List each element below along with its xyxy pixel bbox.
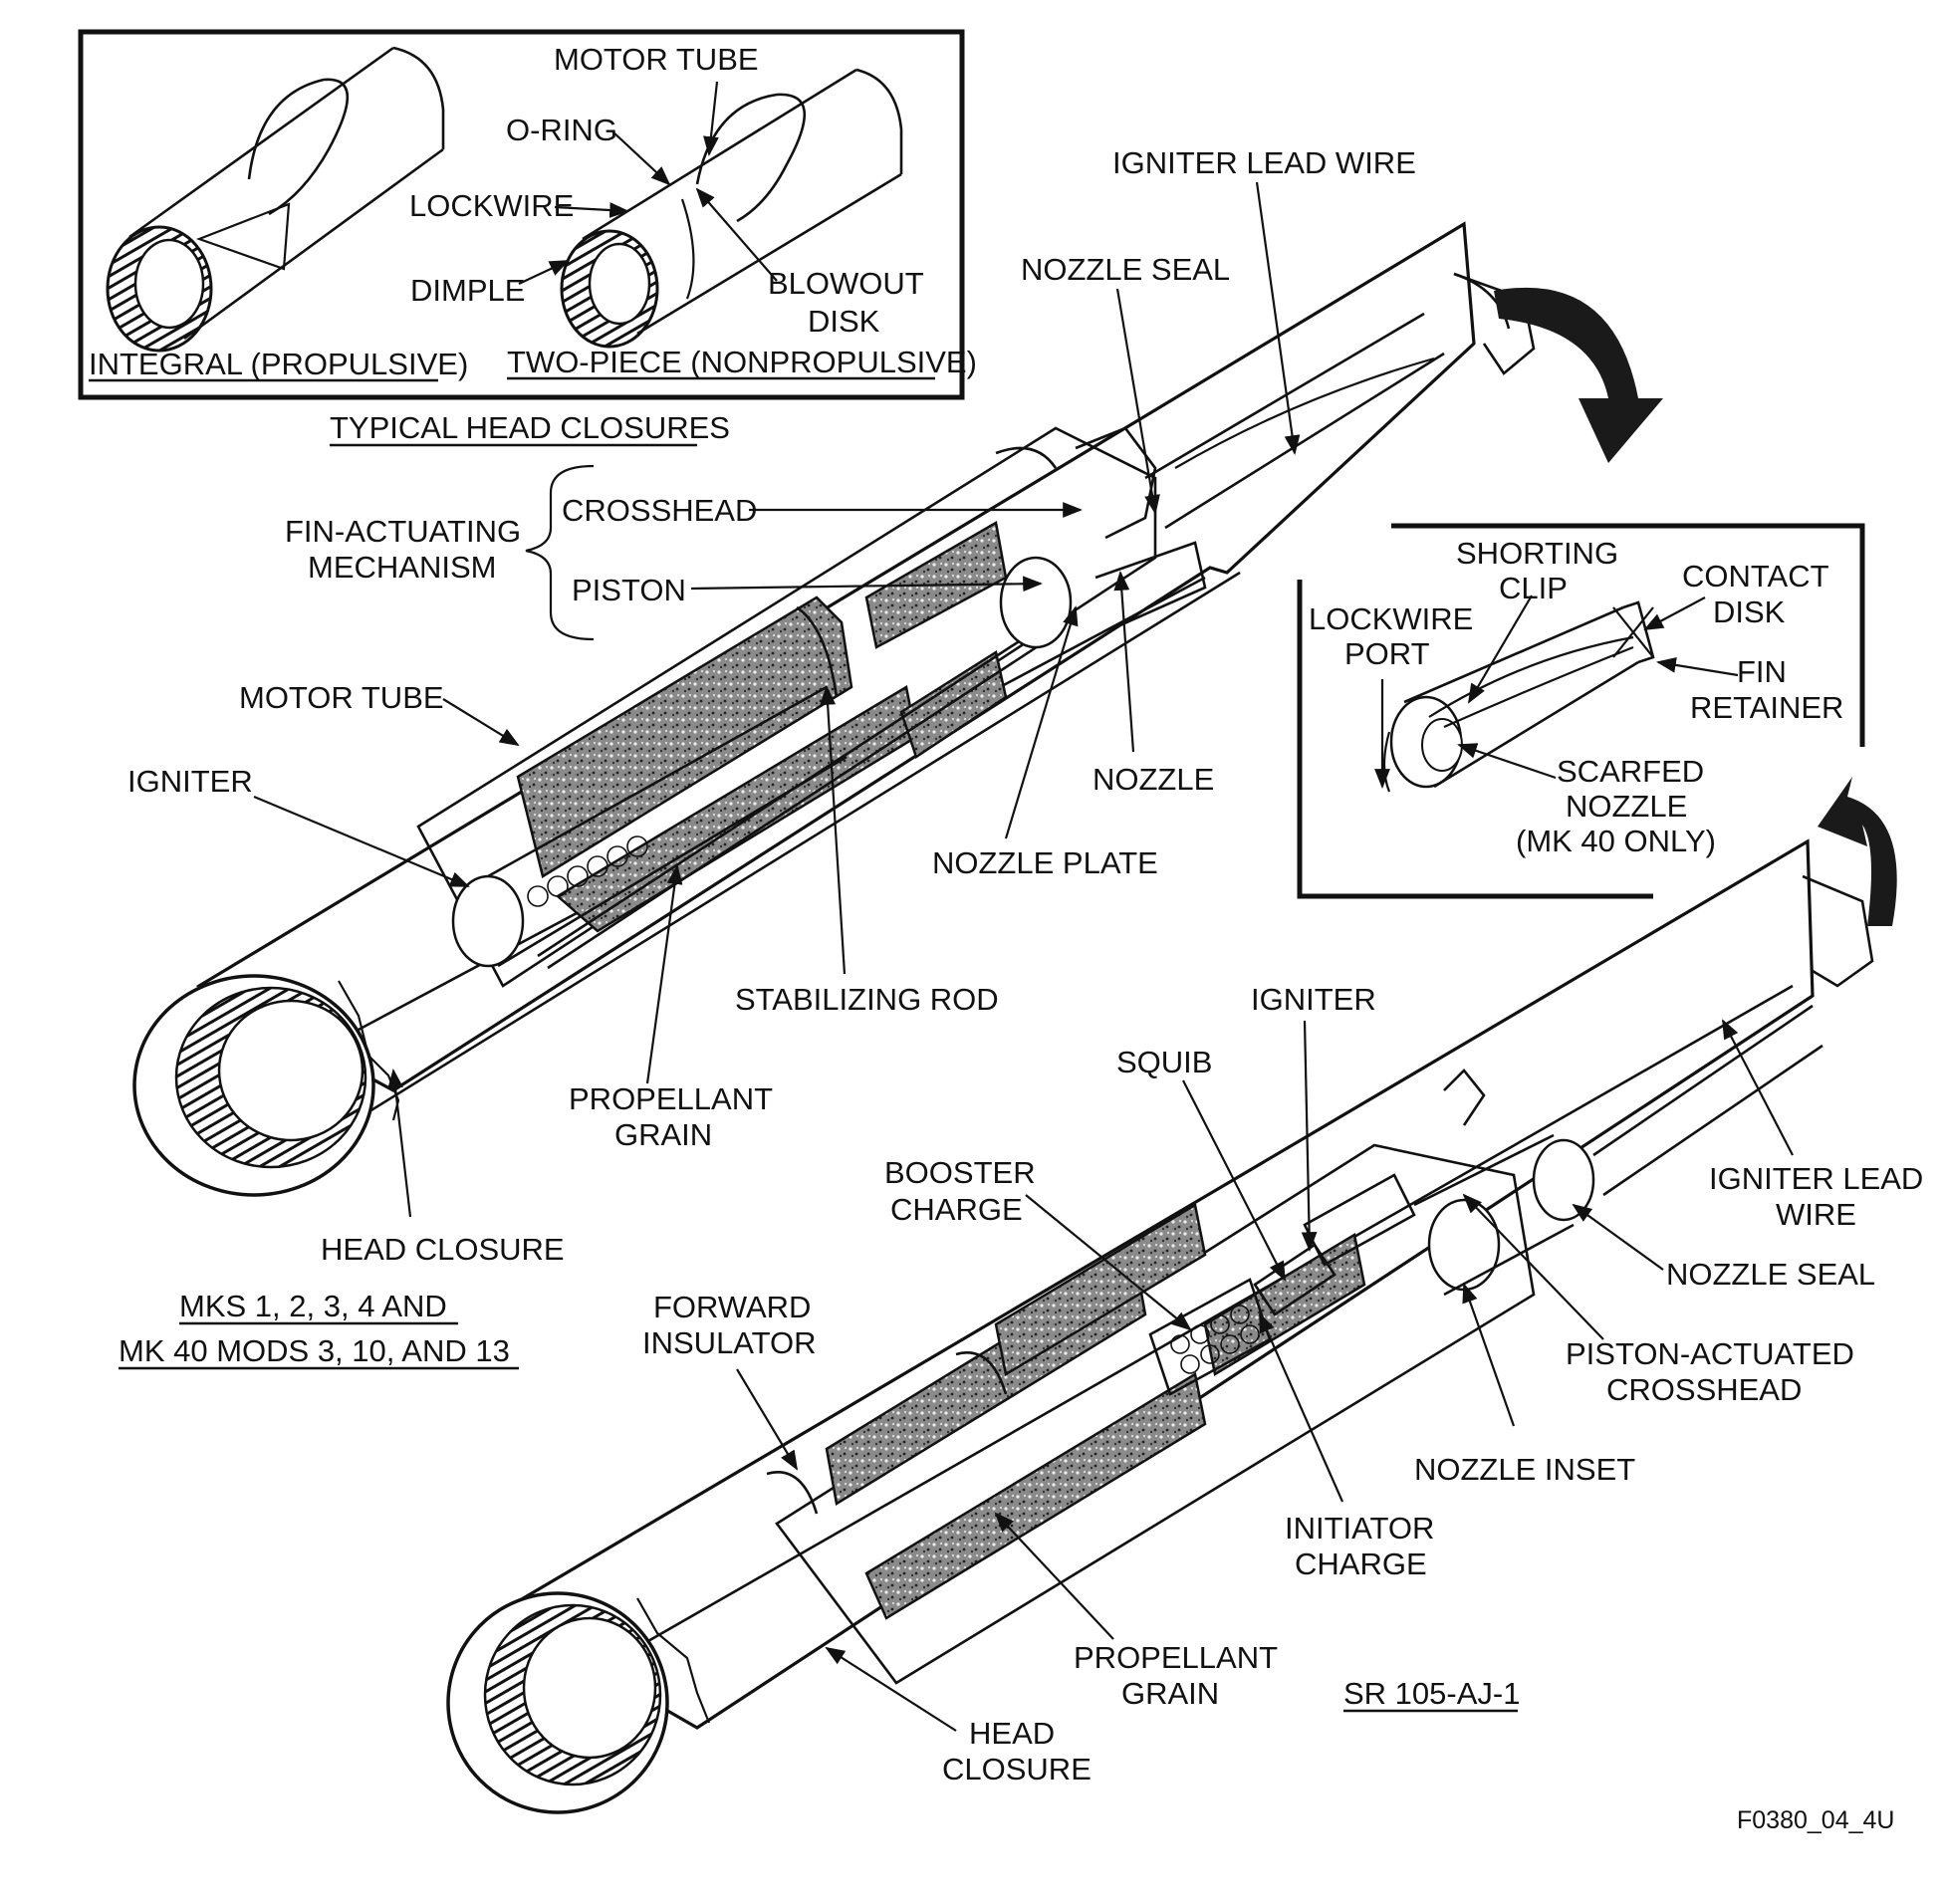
nozzle-inset: SHORTING CLIP CONTACT DISK LOCKWIRE PORT…	[1297, 523, 1865, 899]
label-fin-retainer-2: RETAINER	[1690, 690, 1843, 725]
label-booster-charge-2: CHARGE	[890, 1192, 1023, 1227]
label-piston-actuated-1: PISTON-ACTUATED	[1566, 1336, 1854, 1371]
two-piece-closure-drawing	[560, 68, 903, 349]
label-scarfed-nozzle-1: SCARFED	[1557, 754, 1704, 789]
label-nozzle-inset: NOZZLE INSET	[1414, 1452, 1635, 1487]
label-igniter-lead-wire: IGNITER LEAD WIRE	[1112, 145, 1416, 180]
label-scarfed-nozzle-3: (MK 40 ONLY)	[1516, 824, 1716, 858]
label-propellant-grain-1: PROPELLANT	[569, 1081, 773, 1116]
label-typical-head-closures: TYPICAL HEAD CLOSURES	[330, 410, 730, 445]
label-fin-actuating-2: MECHANISM	[308, 550, 496, 585]
label-forward-insulator-2: INSULATOR	[642, 1325, 817, 1360]
lower-transfer-arrow	[1818, 777, 1897, 926]
upper-leaders	[253, 181, 1301, 1218]
label-igniter-lead-2: WIRE	[1776, 1197, 1856, 1232]
label-propellant-grain-2: GRAIN	[614, 1117, 712, 1152]
label-lower-head-closure-2: CLOSURE	[942, 1752, 1092, 1786]
label-blowout-1: BLOWOUT	[768, 266, 924, 301]
label-shorting-clip-2: CLIP	[1499, 571, 1568, 605]
label-nozzle: NOZZLE	[1093, 762, 1214, 797]
label-igniter-lead-1: IGNITER LEAD	[1709, 1161, 1923, 1196]
label-lower-igniter: IGNITER	[1251, 982, 1376, 1017]
label-lockwire-port-2: PORT	[1344, 636, 1430, 671]
lower-leaders	[736, 1019, 1794, 1732]
figure-id: F0380_04_4U	[1737, 1806, 1894, 1834]
igniter-pellets	[527, 835, 648, 907]
label-forward-insulator-1: FORWARD	[653, 1290, 811, 1324]
label-stabilizing-rod: STABILIZING ROD	[735, 982, 999, 1017]
label-contact-disk-2: DISK	[1713, 595, 1786, 629]
label-nozzle-plate: NOZZLE PLATE	[932, 845, 1158, 880]
label-shorting-clip-1: SHORTING	[1456, 536, 1618, 571]
upper-motor-drawing	[132, 221, 1536, 1197]
label-lower-nozzle-seal: NOZZLE SEAL	[1666, 1257, 1875, 1292]
caption-mks-2: MK 40 MODS 3, 10, AND 13	[119, 1333, 510, 1368]
caption-mks-1: MKS 1, 2, 3, 4 AND	[179, 1289, 447, 1323]
inset-frame	[78, 29, 965, 400]
label-initiator-charge-1: INITIATOR	[1285, 1511, 1434, 1546]
label-motor-tube-inset: MOTOR TUBE	[554, 42, 759, 77]
label-fin-actuating-1: FIN-ACTUATING	[285, 514, 521, 549]
label-crosshead: CROSSHEAD	[562, 493, 757, 528]
label-piston: PISTON	[572, 573, 686, 607]
lower-motor-drawing	[446, 838, 1874, 1814]
label-head-closure: HEAD CLOSURE	[321, 1232, 565, 1267]
label-two-piece: TWO-PIECE (NONPROPULSIVE)	[507, 345, 977, 379]
label-booster-charge-1: BOOSTER	[884, 1155, 1036, 1190]
label-piston-actuated-2: CROSSHEAD	[1606, 1372, 1802, 1407]
label-nozzle-seal: NOZZLE SEAL	[1021, 252, 1230, 287]
label-initiator-charge-2: CHARGE	[1295, 1547, 1427, 1581]
label-fin-retainer-1: FIN	[1737, 654, 1787, 689]
label-dimple: DIMPLE	[410, 273, 525, 308]
label-sr-105-aj-1: SR 105-AJ-1	[1343, 1676, 1520, 1711]
label-squib: SQUIB	[1116, 1045, 1212, 1079]
integral-closure-drawing	[106, 46, 445, 353]
label-igniter: IGNITER	[127, 764, 253, 799]
upper-transfer-arrow	[1494, 287, 1663, 463]
label-lockwire-port-1: LOCKWIRE	[1309, 601, 1473, 636]
label-lower-head-closure-1: HEAD	[969, 1716, 1055, 1751]
label-lower-propellant-1: PROPELLANT	[1074, 1640, 1278, 1675]
label-lower-propellant-2: GRAIN	[1121, 1676, 1219, 1711]
head-closures-inset: MOTOR TUBE O-RING LOCKWIRE DIMPLE BLOWOU…	[78, 29, 977, 447]
label-integral: INTEGRAL (PROPULSIVE)	[89, 347, 468, 381]
label-motor-tube: MOTOR TUBE	[239, 680, 444, 715]
label-o-ring: O-RING	[506, 113, 617, 147]
label-blowout-2: DISK	[808, 304, 880, 339]
label-scarfed-nozzle-2: NOZZLE	[1566, 789, 1687, 824]
label-lockwire-inset: LOCKWIRE	[409, 188, 574, 223]
label-contact-disk-1: CONTACT	[1682, 559, 1829, 594]
